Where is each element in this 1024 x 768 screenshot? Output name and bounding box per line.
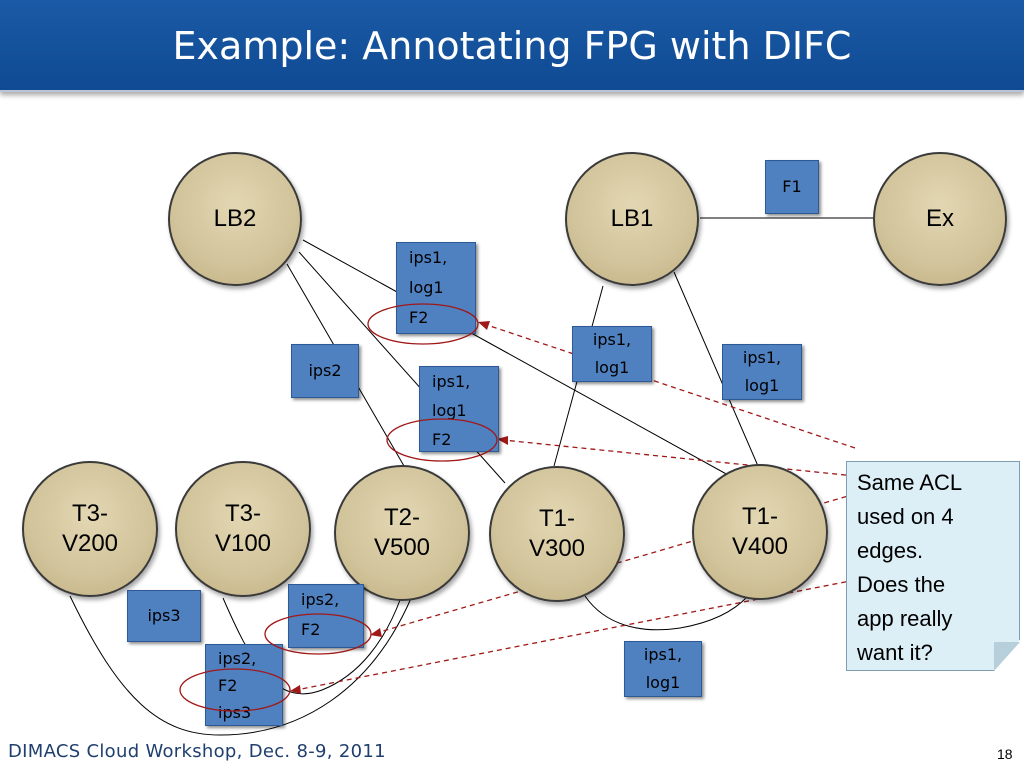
arrowhead-top bbox=[478, 321, 490, 330]
label-line: F1 bbox=[782, 177, 802, 196]
label-line: ips1, bbox=[592, 330, 632, 349]
callout-line: want it? bbox=[857, 640, 933, 665]
label-line: log1 bbox=[594, 358, 630, 377]
node-t1-v400[interactable]: T1- V400 bbox=[692, 464, 828, 600]
label-bottom-acl[interactable]: ips2, F2 ips3 bbox=[205, 644, 283, 726]
node-t3-v200[interactable]: T3- V200 bbox=[22, 461, 158, 597]
label-line: ips2 bbox=[308, 361, 342, 380]
edge-t1v300-t1v400 bbox=[584, 595, 749, 631]
callout-line: used on 4 bbox=[857, 504, 954, 529]
label-line: ips1, bbox=[643, 645, 683, 664]
slide-title: Example: Annotating FPG with DIFC bbox=[172, 24, 852, 68]
label-line: ips1, bbox=[742, 348, 782, 367]
label-line: ips3 bbox=[218, 703, 252, 722]
label-line: log1 bbox=[432, 401, 467, 420]
node-label: V100 bbox=[214, 530, 272, 557]
title-bar bbox=[0, 0, 1024, 92]
label-ips2-f2[interactable]: ips2, F2 bbox=[288, 584, 364, 648]
label-line: log1 bbox=[409, 278, 444, 297]
label-ips2[interactable]: ips2 bbox=[291, 344, 359, 398]
node-t2-v500[interactable]: T2- V500 bbox=[334, 465, 470, 601]
node-label: V400 bbox=[731, 533, 789, 560]
node-label: T3- bbox=[72, 500, 108, 527]
callout-line: app really bbox=[857, 606, 953, 631]
node-t1-v300[interactable]: T1- V300 bbox=[489, 466, 625, 602]
label-t1-bottom[interactable]: ips1, log1 bbox=[624, 641, 702, 697]
node-label: T1- bbox=[742, 503, 778, 530]
callout-note: Same ACL used on 4 edges. Does the app r… bbox=[846, 461, 1020, 671]
footer-text: DIMACS Cloud Workshop, Dec. 8-9, 2011 bbox=[8, 741, 386, 762]
node-lb1[interactable]: LB1 bbox=[565, 152, 699, 286]
node-label: V500 bbox=[373, 534, 431, 561]
node-label: T1- bbox=[539, 505, 575, 532]
label-line: ips2, bbox=[218, 649, 257, 668]
label-line: F2 bbox=[432, 430, 452, 449]
edge-lb2-t1v400 bbox=[302, 239, 749, 487]
node-label: T2- bbox=[384, 504, 420, 531]
edge-lb1-t1v400 bbox=[673, 271, 759, 467]
arrowhead-mid bbox=[497, 436, 508, 445]
edge-t3v200-t2v500 bbox=[69, 595, 413, 736]
node-ex[interactable]: Ex bbox=[873, 152, 1007, 286]
label-line: F2 bbox=[409, 308, 429, 327]
label-ips3[interactable]: ips3 bbox=[127, 590, 201, 642]
label-line: ips3 bbox=[147, 606, 181, 625]
label-top-acl[interactable]: ips1, log1 F2 bbox=[396, 242, 476, 334]
callout-line: Same ACL bbox=[857, 470, 963, 495]
node-label: V300 bbox=[528, 535, 586, 562]
node-lb2[interactable]: LB2 bbox=[168, 152, 302, 286]
callout-line: Does the bbox=[857, 572, 946, 597]
label-lb1-right[interactable]: ips1, log1 bbox=[722, 344, 802, 400]
label-line: ips2, bbox=[301, 590, 340, 609]
arrowhead-bottom bbox=[290, 685, 301, 694]
label-mid-acl[interactable]: ips1, log1 F2 bbox=[419, 366, 499, 452]
callout-line: edges. bbox=[857, 538, 924, 563]
pointer-mid-acl bbox=[502, 439, 856, 477]
pointer-top-acl bbox=[483, 323, 856, 449]
label-line: log1 bbox=[744, 376, 780, 395]
label-lb1-left[interactable]: ips1, log1 bbox=[572, 326, 652, 382]
label-line: ips1, bbox=[409, 248, 448, 267]
arrowhead-ips2 bbox=[370, 628, 382, 637]
node-label: T3- bbox=[225, 500, 261, 527]
label-f1[interactable]: F1 bbox=[765, 160, 819, 214]
page-number: 18 bbox=[997, 746, 1013, 762]
node-label: V200 bbox=[61, 530, 119, 557]
node-t3-v100[interactable]: T3- V100 bbox=[175, 461, 311, 597]
label-line: ips1, bbox=[432, 372, 471, 391]
label-line: log1 bbox=[645, 673, 681, 692]
label-line: F2 bbox=[301, 620, 321, 639]
label-line: F2 bbox=[218, 676, 238, 695]
